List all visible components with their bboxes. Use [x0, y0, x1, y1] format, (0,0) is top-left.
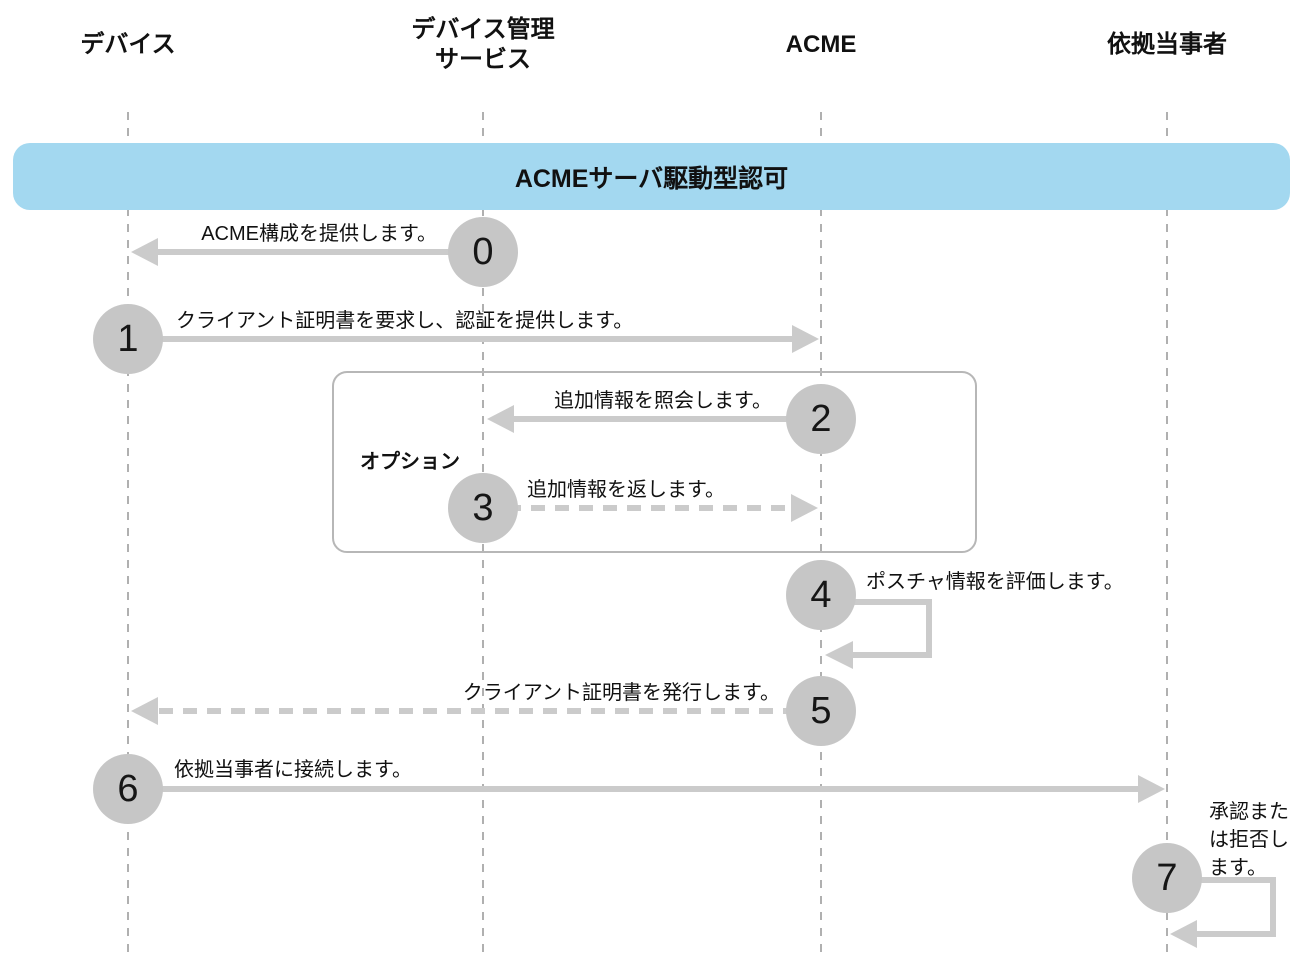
message-step-0: ACME構成を提供します。	[201, 223, 437, 245]
arrow-head	[487, 405, 514, 433]
arrow-step-5	[131, 697, 821, 725]
step-circle-4: 4	[786, 560, 856, 630]
message-step-4: ポスチャ情報を評価します。	[866, 571, 1124, 593]
title-banner: ACMEサーバ駆動型認可	[13, 143, 1290, 210]
message-step-3: 追加情報を返します。	[527, 479, 725, 501]
step-circle-3: 3	[448, 473, 518, 543]
loop-path	[1169, 877, 1276, 937]
step-circle-2: 2	[786, 384, 856, 454]
step-circle-7: 7	[1132, 843, 1202, 913]
message-step-5: クライアント証明書を発行します。	[462, 682, 780, 704]
arrow-head	[1138, 775, 1165, 803]
arrow-head	[131, 697, 158, 725]
optional-group-box	[332, 371, 977, 553]
self-loop-step-4	[823, 599, 932, 669]
step-circle-0: 0	[448, 217, 518, 287]
actor-relying-party: 依拠当事者	[1107, 31, 1227, 58]
self-loop-step-7	[1169, 877, 1276, 948]
arrow-step-3	[483, 494, 818, 522]
arrow-step-6	[128, 775, 1165, 803]
actor-device: デバイス	[80, 31, 176, 58]
arrow-head	[825, 641, 853, 669]
step-circle-1: 1	[93, 304, 163, 374]
arrow-step-0	[131, 238, 483, 266]
message-step-7: 承認また は拒否し ます。	[1209, 801, 1289, 879]
message-step-6: 依拠当事者に接続します。	[174, 759, 412, 781]
loop-path	[823, 599, 932, 658]
message-step-1: クライアント証明書を要求し、認証を提供します。	[176, 310, 634, 332]
message-step-2: 追加情報を照会します。	[554, 390, 772, 412]
arrow-step-1	[128, 325, 819, 353]
step-circle-6: 6	[93, 754, 163, 824]
arrow-head	[131, 238, 158, 266]
arrow-head	[791, 494, 818, 522]
optional-group-label: オプション	[360, 451, 460, 473]
arrow-head	[792, 325, 819, 353]
arrow-head	[1170, 920, 1197, 948]
step-circle-5: 5	[786, 676, 856, 746]
actor-device-management-service: デバイス管理 サービス	[411, 16, 555, 73]
actor-acme: ACME	[785, 31, 857, 58]
arrow-step-2	[487, 405, 821, 433]
